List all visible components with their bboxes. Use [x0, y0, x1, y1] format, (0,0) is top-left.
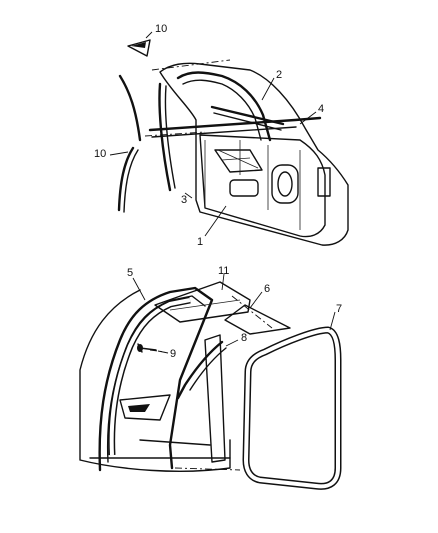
callouts-top: 10 2 4 10 3 1: [94, 23, 324, 248]
leader-3: [184, 192, 193, 199]
leader-4: [299, 111, 317, 125]
b-pillar: [204, 334, 226, 463]
door-opening-frame: [98, 286, 214, 472]
regulator-arm: [217, 149, 259, 169]
mirror-patch-shade: [131, 42, 146, 48]
window-frame: [176, 71, 272, 142]
run-channel-vertical: [158, 82, 172, 192]
door-frame-seal-core: [109, 298, 191, 456]
window-regulator: [214, 149, 263, 173]
lower-trim-strip-edge: [123, 149, 139, 213]
glass-run-channel: [148, 116, 322, 132]
auxiliary-seal: [224, 304, 291, 335]
callout-11: 11: [218, 265, 229, 277]
sill: [89, 439, 231, 459]
body-side-panel: [79, 289, 231, 472]
roof-header-edge: [169, 299, 241, 311]
leader-9: [157, 350, 169, 354]
leader-10a: [145, 31, 153, 39]
door-weatherstrip-core: [244, 328, 340, 489]
belt-weatherstrip: [210, 105, 285, 126]
door-detail: [204, 140, 301, 230]
roof-header: [154, 281, 251, 323]
latch: [317, 167, 331, 197]
callout-1: 1: [197, 236, 203, 248]
callout-2: 2: [276, 69, 282, 81]
pillar-seal: [176, 340, 224, 400]
floor-detail: [119, 394, 171, 421]
floor-shade: [128, 404, 150, 412]
leader-11: [221, 273, 225, 291]
callout-7: 7: [336, 303, 342, 315]
upper-trim-strip: [118, 74, 142, 142]
body-opening-assembly: [79, 281, 342, 490]
callout-3: 3: [181, 194, 187, 206]
callout-4: 4: [318, 103, 324, 115]
leader-1: [204, 205, 227, 237]
leader-8: [225, 339, 239, 347]
door-frame-seal: [108, 296, 191, 456]
glass-run-channel-lower: [151, 126, 297, 138]
front-door-assembly: [117, 39, 349, 246]
callout-10-top: 10: [155, 23, 167, 35]
mirror-patch: [127, 39, 151, 57]
door-shell: [159, 62, 349, 246]
pillar-seal-edge: [189, 347, 227, 391]
door-inner-panel: [199, 134, 326, 238]
leader-2: [261, 77, 275, 101]
callout-5: 5: [127, 267, 133, 279]
callout-8: 8: [241, 332, 247, 344]
leader-5: [132, 277, 146, 301]
leader-10b: [109, 151, 129, 156]
speaker-cone: [277, 171, 293, 197]
run-channel-vertical-edge: [164, 85, 176, 189]
belt-weatherstrip-edge: [213, 112, 282, 131]
callout-10-bottom: 10: [94, 148, 106, 160]
lower-trim-strip: [117, 146, 135, 212]
handle-recess: [229, 179, 259, 197]
window-frame-inner: [182, 79, 262, 141]
callout-6: 6: [264, 283, 270, 295]
speaker-opening: [271, 164, 299, 204]
assembly-guide-bottom: [149, 295, 273, 471]
leader-7: [329, 311, 336, 331]
callout-9: 9: [170, 348, 176, 360]
screw-head: [137, 344, 143, 352]
assembly-guide-top: [144, 59, 231, 137]
callouts-bottom: 5 11 6 7 8 9: [127, 265, 342, 360]
leader-6: [249, 291, 263, 309]
